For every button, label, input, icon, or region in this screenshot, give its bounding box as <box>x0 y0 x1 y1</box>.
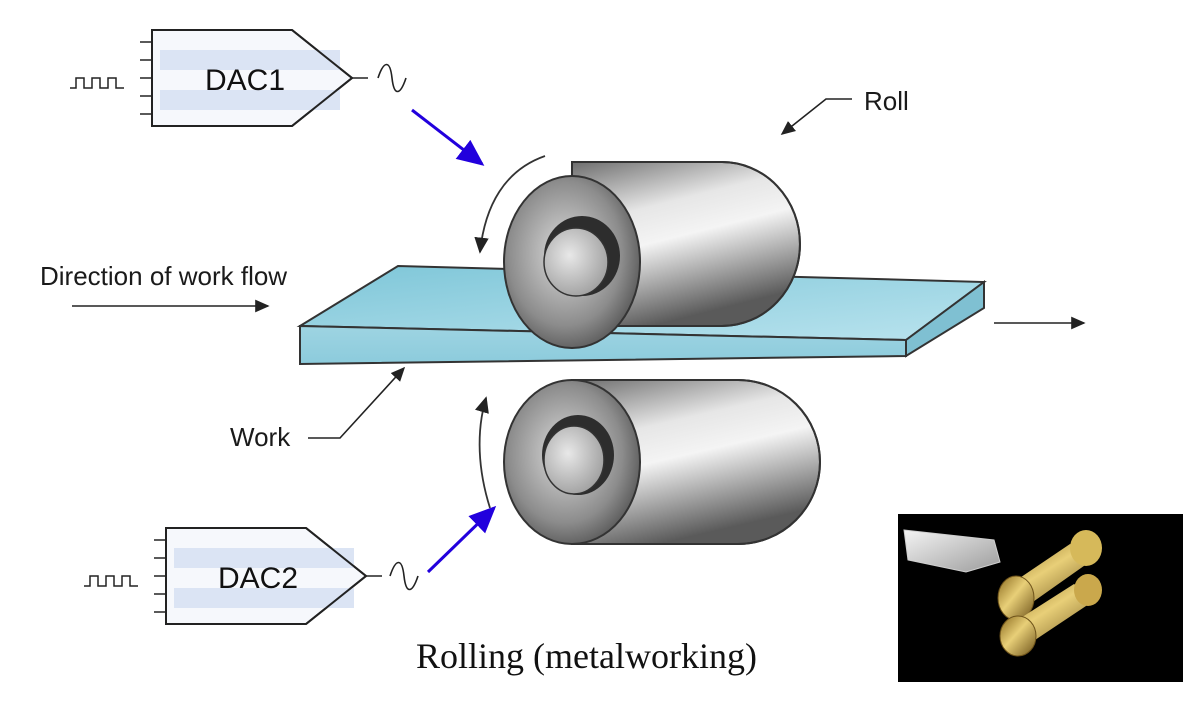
dac1-input-pins <box>140 41 152 115</box>
bottom-roll-rotation-arrow <box>475 396 491 509</box>
dac2-label: DAC2 <box>218 562 298 595</box>
dac2-input-pins <box>154 539 166 613</box>
dac1-label: DAC1 <box>205 64 285 97</box>
bottom-roll <box>503 379 821 545</box>
square-wave-icon <box>84 575 138 587</box>
top-roll-rotation-arrow <box>474 155 546 254</box>
rolling-photo <box>898 514 1183 682</box>
dac1-block: DAC1 <box>140 29 368 127</box>
roll-label: Roll <box>864 86 909 116</box>
dac2-block: DAC2 <box>154 527 382 625</box>
dac1-to-top-roll-arrow <box>411 108 485 166</box>
roll-callout-line <box>780 98 852 135</box>
sine-wave-icon <box>389 561 419 591</box>
direction-of-work-flow-label: Direction of work flow <box>40 261 287 291</box>
sine-wave-icon <box>377 63 407 93</box>
caption: Rolling (metalworking) <box>416 636 757 676</box>
square-wave-icon <box>70 77 124 89</box>
top-roll <box>503 161 801 349</box>
dac2-to-bottom-roll-arrow <box>426 505 497 574</box>
work-label: Work <box>230 422 291 452</box>
work-callout-line <box>308 366 406 439</box>
